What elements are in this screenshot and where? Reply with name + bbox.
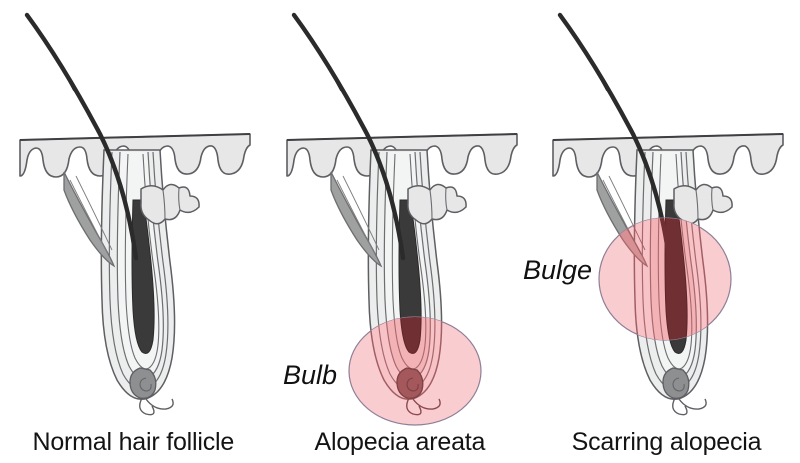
sebaceous-gland-lobe-lines	[162, 187, 181, 219]
dermal-papilla	[129, 367, 157, 399]
follicle-illustration-normal	[19, 12, 251, 416]
hair-shaft-tip	[25, 13, 76, 92]
caption-normal-hair-follicle: Normal hair follicle	[32, 428, 235, 456]
inner-root-sheath-line-tinted	[657, 217, 693, 340]
caption-alopecia-areata: Alopecia areata	[314, 428, 486, 456]
follicle-group-normal	[19, 12, 251, 416]
follicle-illustration-alopecia-areata	[285, 12, 518, 426]
dermal-papilla	[662, 367, 690, 399]
nerve-fiber-secondary	[678, 398, 708, 410]
nerve-fiber-secondary	[145, 398, 174, 410]
dermal-papilla-spiral-tinted	[406, 377, 419, 392]
epidermis-surface-line	[19, 133, 251, 142]
inner-root-sheath-line-tinted	[391, 316, 426, 370]
nerve-fiber	[139, 397, 155, 416]
caption-row: Normal hair follicle Alopecia areata Sca…	[0, 424, 800, 463]
epidermis-surface-line	[553, 133, 784, 142]
sebaceous-gland	[140, 183, 200, 225]
sebaceous-gland	[673, 183, 734, 225]
sebaceous-gland-lobe-lines	[429, 187, 448, 219]
caption-scarring-alopecia: Scarring alopecia	[571, 428, 762, 456]
hair-root-tinted	[664, 217, 688, 340]
follicle-group-scarring-alopecia	[552, 12, 784, 416]
arrector-pili-striations	[336, 175, 379, 255]
sebaceous-gland	[406, 183, 467, 225]
follicle-illustration-scarring-alopecia	[552, 12, 784, 416]
hair-root	[131, 199, 155, 354]
nerve-fiber-secondary-tinted	[412, 398, 441, 410]
hair-root-tinted	[398, 316, 422, 354]
follicle-group-alopecia-areata	[285, 12, 518, 426]
bulb-highlight-region	[347, 316, 482, 426]
dermal-papilla-spiral	[672, 377, 685, 392]
panel-row	[0, 0, 800, 426]
panel-normal-hair-follicle	[0, 0, 267, 425]
bulb-tinted-anatomy	[367, 316, 442, 416]
dermal-papilla-tinted	[395, 367, 424, 399]
arrector-pili-striations-tinted	[602, 217, 646, 255]
nerve-fiber	[672, 397, 688, 416]
hair-shaft-tip	[292, 13, 342, 92]
inner-root-sheath-line	[124, 153, 160, 370]
panel-alopecia-areata	[267, 0, 534, 426]
hair-shaft-tip	[559, 13, 609, 92]
arrector-pili-striations	[69, 175, 113, 255]
sebaceous-gland-lobe-lines	[695, 187, 714, 219]
epidermis-surface-line	[286, 133, 517, 142]
nerve-fiber-tinted	[405, 397, 422, 416]
outer-root-sheath-inner-line-tinted	[641, 217, 702, 340]
dermal-papilla-spiral	[139, 377, 152, 392]
panel-scarring-alopecia	[533, 0, 800, 425]
